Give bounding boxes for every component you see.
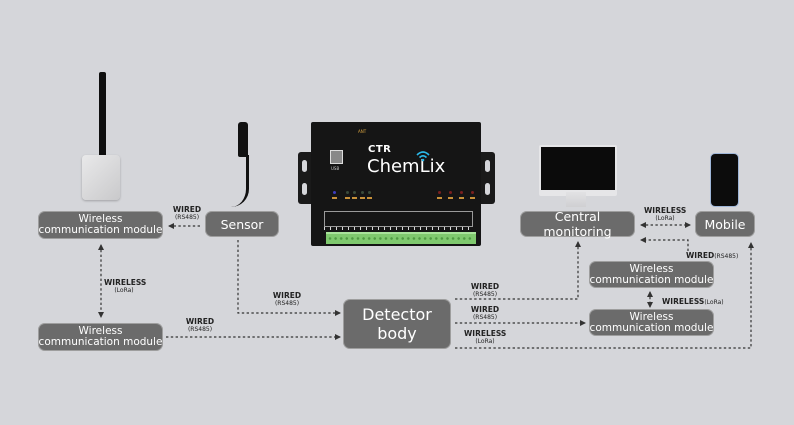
brand-logo: CTR [368, 144, 392, 155]
node-wireless-module-bottom-left: Wireless communication module [38, 323, 163, 351]
status-led [346, 191, 349, 194]
terminal-label-panel [324, 211, 473, 227]
led-label [448, 197, 453, 199]
label-sensor-to-detector: WIRED (RS485) [272, 291, 302, 308]
led-label [332, 197, 337, 199]
led-label [360, 197, 365, 199]
node-label: Sensor [220, 216, 264, 232]
usb-label: USB [331, 166, 340, 171]
line-detector-to-mobile [455, 242, 754, 349]
node-label: Central monitoring [543, 209, 612, 239]
led-label [470, 197, 475, 199]
label-central-mobile: WIRELESS (LoRa) [644, 206, 687, 223]
led-label [352, 197, 357, 199]
node-wireless-module-right-top: Wireless communication module [589, 261, 714, 288]
line-sensor-to-detector [237, 240, 341, 316]
node-wireless-module-top-left: Wireless communication module [38, 211, 163, 239]
status-led [361, 191, 364, 194]
status-led [460, 191, 463, 194]
usb-port-icon [330, 150, 343, 164]
sensor-cable-image [228, 155, 249, 207]
node-label-line2: communication module [589, 321, 714, 334]
node-label-line1: Wireless [629, 310, 674, 323]
led-label [367, 197, 372, 199]
label-wireless-right-to-central: WIRED(RS485) [686, 251, 739, 261]
node-label-line1: Wireless [78, 325, 123, 337]
ant-port-label: ANT [358, 129, 367, 134]
led-label [345, 197, 350, 199]
wifi-icon [416, 151, 430, 162]
phone-image [710, 153, 739, 207]
controller-mount-left [298, 152, 312, 204]
node-label-line2: communication module [38, 336, 163, 348]
monitor-stand [566, 192, 586, 207]
line-wireless-right-to-central [640, 237, 689, 251]
sensor-image [238, 122, 248, 157]
led-label [437, 197, 442, 199]
node-mobile: Mobile [695, 211, 755, 237]
controller-mount-right [481, 152, 495, 204]
terminal-block [326, 232, 476, 244]
chemlix-controller-image [311, 122, 481, 246]
status-led [438, 191, 441, 194]
node-label-line1: Wireless [78, 213, 123, 225]
node-central-monitoring: Central monitoring [520, 209, 635, 239]
led-label [459, 197, 464, 199]
node-label-line2: communication module [589, 273, 714, 286]
node-detector-body: Detector body [343, 299, 451, 349]
lora-module-image [82, 155, 120, 200]
status-led [353, 191, 356, 194]
status-led [368, 191, 371, 194]
node-label-line1: Wireless [629, 262, 674, 275]
label-wireless-lora-right: WIRELESS(LoRa) [662, 297, 724, 307]
terminal-pin-labels [324, 227, 471, 230]
status-led [471, 191, 474, 194]
node-label: Mobile [704, 216, 746, 232]
label-sensor-to-wireless: WIRED (RS485) [172, 205, 202, 222]
label-wireless-to-detector: WIRED (RS485) [185, 317, 215, 334]
label-detector-to-central: WIRED (RS485) [470, 282, 500, 299]
node-label: Detector body [362, 305, 432, 343]
lora-antenna-image [99, 72, 106, 160]
product-name: ChemLix [367, 156, 446, 177]
node-sensor: Sensor [205, 211, 279, 237]
label-detector-to-wireless-right: WIRED (RS485) [470, 305, 500, 322]
status-led [449, 191, 452, 194]
label-detector-to-mobile: WIRELESS (LoRa) [464, 329, 507, 346]
node-label-line2: communication module [38, 224, 163, 236]
label-wireless-lora-left: WIRELESS (LoRa) [104, 278, 147, 295]
status-led [333, 191, 336, 194]
node-wireless-module-right-bottom: Wireless communication module [589, 309, 714, 336]
